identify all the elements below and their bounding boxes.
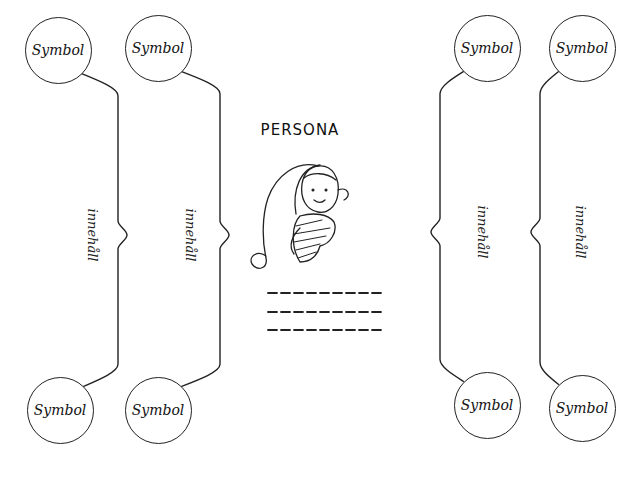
symbol-label: Symbol (556, 40, 609, 56)
symbol-circle: Symbol (549, 375, 616, 442)
ear-stroke (338, 189, 348, 200)
symbol-circle: Symbol (549, 15, 616, 82)
body-outline (293, 214, 335, 262)
symbol-circle: Symbol (454, 372, 521, 439)
hair-stroke (251, 165, 318, 269)
title: PERSONA (261, 121, 340, 139)
eye (312, 189, 314, 191)
symbol-label: Symbol (461, 40, 514, 56)
symbol-circle: Symbol (454, 15, 521, 82)
placeholder-line (268, 329, 382, 331)
content-label: innehåll (573, 203, 588, 260)
brace-connector (182, 72, 229, 387)
symbol-circle: Symbol (27, 377, 94, 444)
mouth (314, 200, 325, 202)
brace-connector (531, 72, 558, 385)
brace-connector (82, 74, 127, 387)
symbol-label: Symbol (32, 42, 85, 58)
head-outline (302, 166, 339, 213)
content-label: innehåll (85, 206, 100, 263)
symbol-circle: Symbol (125, 377, 192, 444)
symbol-circle: Symbol (125, 15, 192, 82)
symbol-label: Symbol (132, 402, 185, 418)
content-label: innehåll (475, 203, 490, 260)
body-hatching (294, 220, 330, 258)
arm-stroke (291, 228, 300, 254)
symbol-label: Symbol (34, 402, 87, 418)
symbol-circle: Symbol (25, 17, 92, 84)
fringe-stroke (304, 174, 336, 180)
symbol-label: Symbol (132, 40, 185, 56)
symbol-label: Symbol (461, 397, 514, 413)
content-label: innehåll (183, 206, 198, 263)
symbol-label: Symbol (556, 400, 609, 416)
eye (325, 189, 327, 191)
placeholder-line (268, 311, 382, 313)
brace-connector (431, 72, 463, 382)
placeholder-line (268, 292, 382, 294)
